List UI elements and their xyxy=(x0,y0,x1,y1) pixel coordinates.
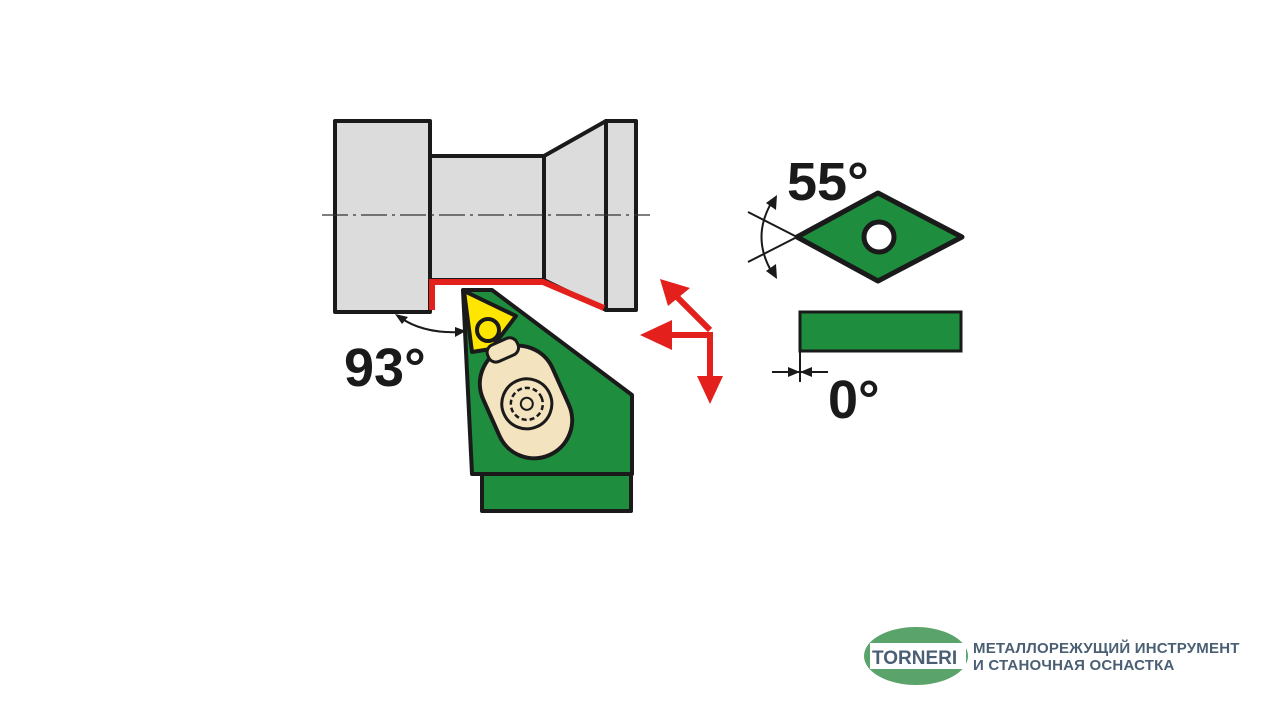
brand-tagline-line1: МЕТАЛЛОРЕЖУЩИЙ ИНСТРУМЕНТ xyxy=(973,640,1240,657)
cut-path-profile xyxy=(429,279,606,311)
workpiece-neck xyxy=(428,154,546,282)
cutting-insert xyxy=(462,289,518,354)
approach-arrowhead-left xyxy=(395,314,408,324)
rhombic-insert-hole-icon xyxy=(861,219,897,255)
clearance-arrowhead-left xyxy=(788,367,800,377)
approach-angle-indicator xyxy=(395,314,466,337)
feed-direction-arrows xyxy=(667,287,713,385)
brand-tagline-line2: И СТАНОЧНАЯ ОСНАСТКА xyxy=(973,657,1175,674)
brand-tagline: МЕТАЛЛОРЕЖУЩИЙ ИНСТРУМЕНТ И СТАНОЧНАЯ ОС… xyxy=(973,640,1240,674)
insert-angle-line-lower xyxy=(747,236,798,263)
torx-screw-icon xyxy=(509,386,545,422)
approach-angle-arc xyxy=(400,317,463,334)
feed-arrow-left-icon xyxy=(640,320,672,350)
approach-arrowhead-right xyxy=(455,327,466,337)
clearance-angle-indicator xyxy=(772,351,828,382)
insert-hole-icon xyxy=(475,317,501,343)
feed-path-line xyxy=(668,332,713,385)
workpiece-large-cylinder xyxy=(333,119,432,314)
clamp-screw-head xyxy=(500,377,554,431)
insert-angle-label: 55° xyxy=(787,152,869,212)
clearance-angle-label: 0° xyxy=(828,370,880,430)
insert-angle-line-upper xyxy=(747,211,798,238)
insert-angle-arrowhead-top xyxy=(766,195,777,210)
torneri-logo[interactable]: TORNERI xyxy=(864,626,1264,686)
feed-arrow-down-icon xyxy=(697,376,723,404)
insert-angle-indicator xyxy=(747,195,798,279)
torneri-logo-mark: TORNERI xyxy=(864,627,968,685)
torx-screw-center xyxy=(519,396,534,411)
approach-angle-label: 93° xyxy=(344,338,426,398)
insert-angle-arc xyxy=(760,199,774,275)
logo-brand-name: TORNERI xyxy=(872,648,957,669)
tool-holder-shank xyxy=(480,472,633,513)
workpiece xyxy=(333,119,638,314)
clamp-lever xyxy=(477,336,575,461)
clamp-tip xyxy=(485,336,521,364)
feed-arrow-diagonal-icon xyxy=(660,279,690,306)
insert-angle-arrowhead-bottom xyxy=(766,264,777,279)
clearance-arrowhead-right xyxy=(800,367,812,377)
insert-side-view xyxy=(798,310,963,353)
